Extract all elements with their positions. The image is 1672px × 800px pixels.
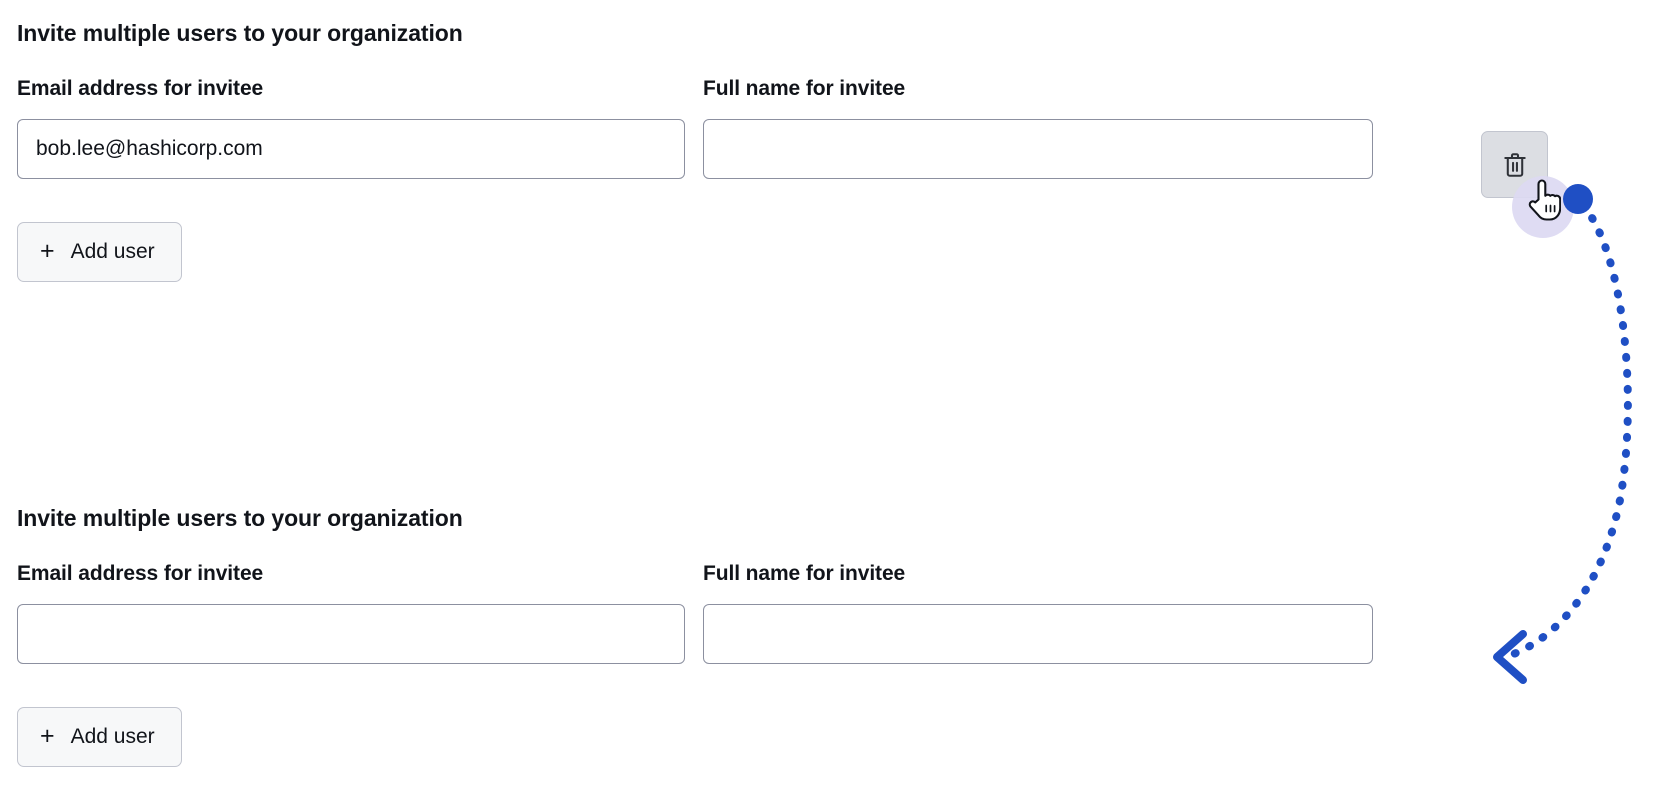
invitee-field-row: Email address for invitee Full name for … — [0, 78, 1672, 198]
trash-icon — [1502, 151, 1528, 179]
plus-icon: + — [40, 236, 55, 265]
fullname-field-group-2: Full name for invitee — [703, 563, 1373, 664]
fullname-field-group: Full name for invitee — [703, 78, 1373, 179]
add-user-button-label-2: Add user — [70, 725, 155, 748]
email-field-group: Email address for invitee — [17, 78, 685, 179]
fullname-field-label-2: Full name for invitee — [703, 562, 906, 585]
email-field-group-2: Email address for invitee — [17, 563, 685, 664]
delete-invitee-button[interactable] — [1481, 131, 1548, 198]
invitee-field-row-2: Email address for invitee Full name for … — [0, 563, 1672, 683]
add-user-button[interactable]: + Add user — [17, 222, 182, 282]
add-user-button-2[interactable]: + Add user — [17, 707, 182, 767]
page-title-2: Invite multiple users to your organizati… — [17, 505, 463, 531]
email-input-2[interactable] — [17, 604, 685, 664]
fullname-input[interactable] — [703, 119, 1373, 179]
add-user-button-label: Add user — [70, 240, 155, 263]
plus-icon-2: + — [40, 721, 55, 750]
fullname-field-label: Full name for invitee — [703, 77, 906, 100]
page-title: Invite multiple users to your organizati… — [17, 20, 463, 46]
email-field-label-2: Email address for invitee — [17, 562, 264, 585]
email-input[interactable] — [17, 119, 685, 179]
email-field-label: Email address for invitee — [17, 77, 264, 100]
fullname-input-2[interactable] — [703, 604, 1373, 664]
